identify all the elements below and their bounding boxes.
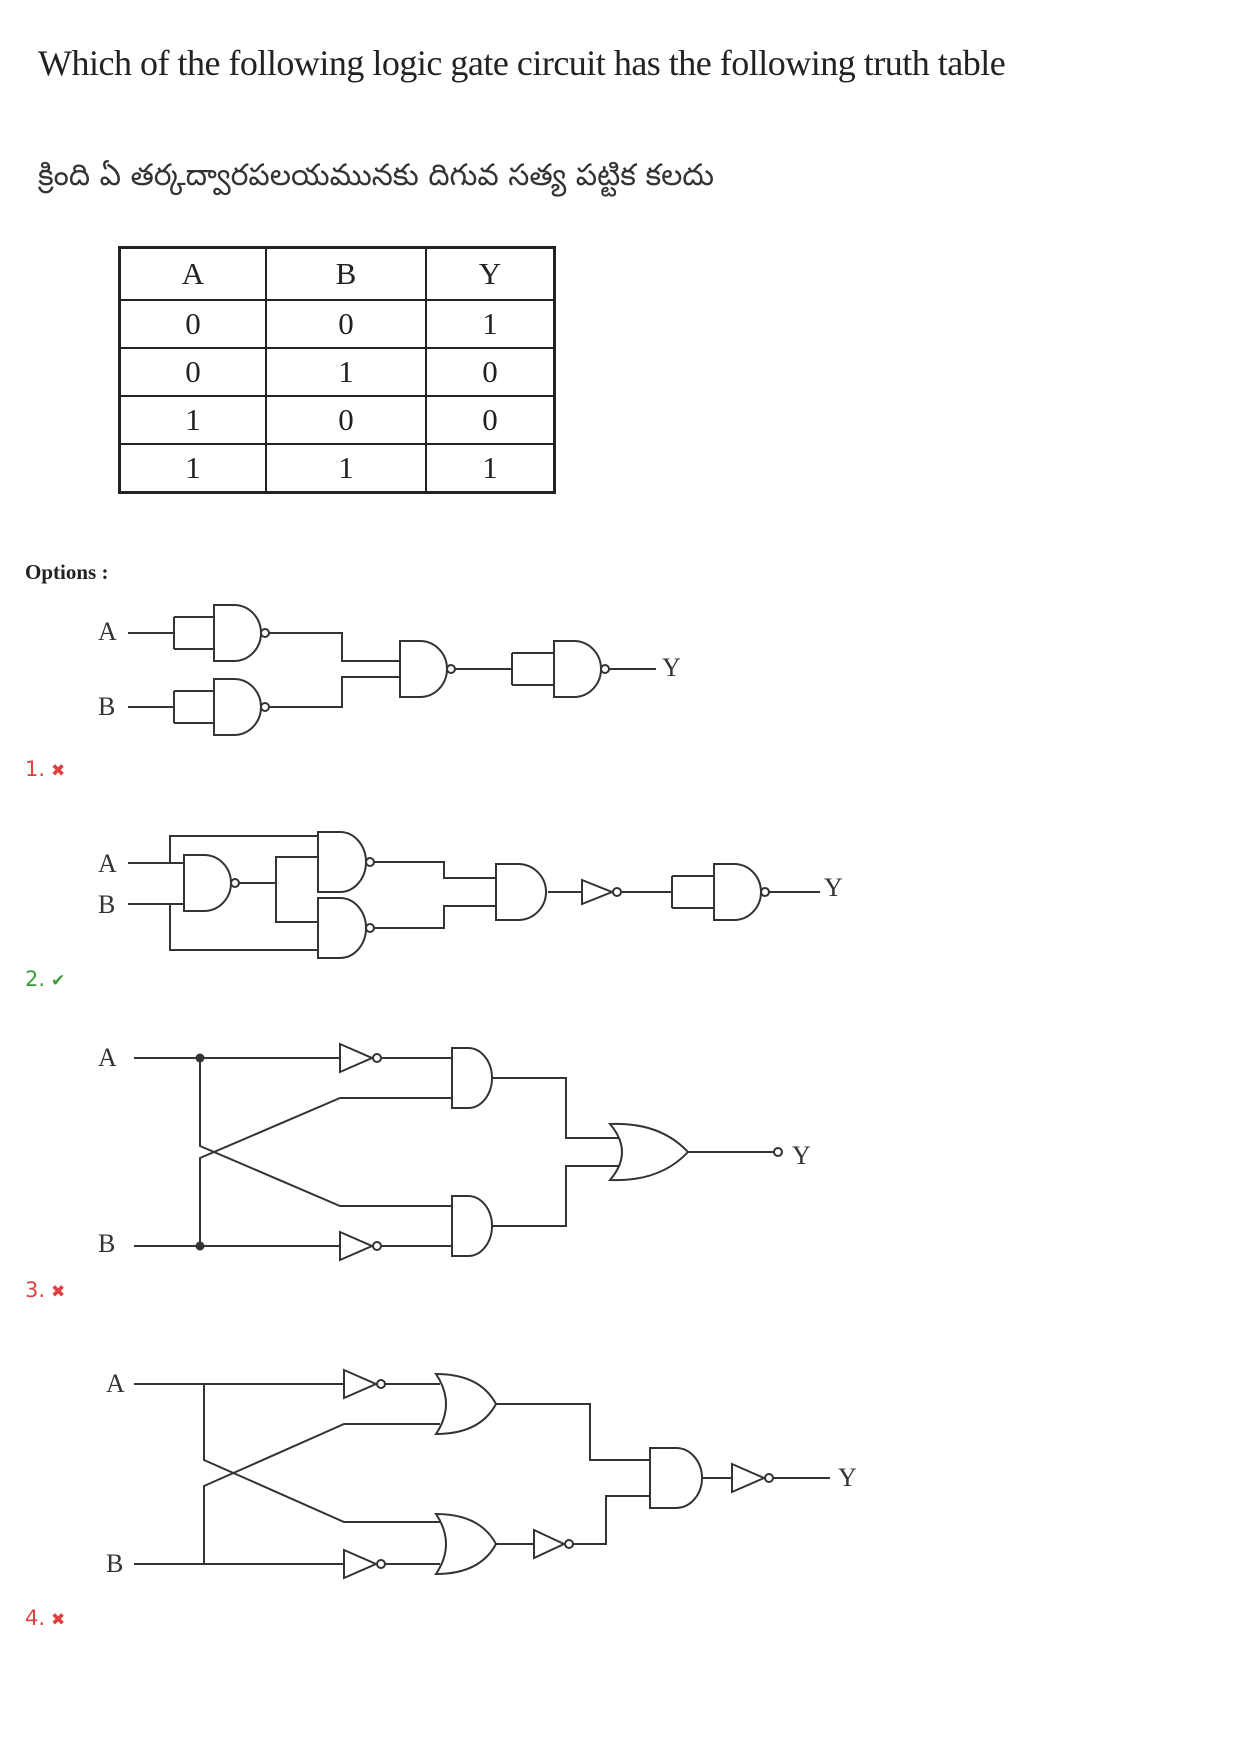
option-number: 3. [25, 1278, 46, 1302]
truth-table-cell: 0 [265, 395, 427, 445]
truth-table-cell: 0 [118, 299, 267, 349]
truth-table-header: B [265, 246, 427, 301]
option-number: 4. [25, 1606, 46, 1630]
truth-table-row: 1 0 0 [118, 395, 556, 445]
options-label: Options : [25, 560, 109, 584]
question-text: Which of the following logic gate circui… [38, 43, 1006, 83]
wrong-mark-icon: ✖ [51, 1610, 66, 1630]
truth-table-header: A [118, 246, 267, 301]
truth-table-cell: 1 [118, 395, 267, 445]
check-mark-icon: ✔ [51, 971, 66, 991]
input-b-label: B [98, 1229, 115, 1258]
option-2-number[interactable]: 2.✔ [25, 967, 65, 991]
truth-table-cell: 0 [118, 347, 267, 397]
option-number: 1. [25, 757, 46, 781]
truth-table-header-row: A B Y [118, 246, 556, 301]
truth-table: A B Y 0 0 1 0 1 0 1 0 0 1 1 1 [118, 246, 556, 494]
option-3-circuit: A B Y [98, 1042, 811, 1262]
question-text-telugu: క్రింది ఏ తర్కద్వారపలయమునకు దిగువ సత్య ప… [38, 158, 714, 193]
truth-table-cell: 0 [265, 299, 427, 349]
output-y-label: Y [792, 1141, 811, 1170]
input-a-label: A [98, 1043, 117, 1072]
option-2-circuit: A B Y [98, 831, 843, 959]
output-y-label: Y [838, 1463, 857, 1492]
wrong-mark-icon: ✖ [51, 761, 66, 781]
input-b-label: B [98, 692, 115, 721]
option-1-circuit: A B Y [98, 604, 681, 736]
option-3-number[interactable]: 3.✖ [25, 1278, 65, 1302]
truth-table-cell: 1 [265, 443, 427, 494]
input-a-label: A [98, 617, 117, 646]
truth-table-cell: 0 [425, 347, 556, 397]
option-number: 2. [25, 967, 46, 991]
truth-table-cell: 1 [118, 443, 267, 494]
input-b-label: B [106, 1549, 123, 1578]
option-4-number[interactable]: 4.✖ [25, 1606, 65, 1630]
truth-table-cell: 0 [425, 395, 556, 445]
truth-table-cell: 1 [265, 347, 427, 397]
option-4-circuit: A B Y [106, 1368, 857, 1580]
option-1-number[interactable]: 1.✖ [25, 757, 65, 781]
output-y-label: Y [824, 873, 843, 902]
wrong-mark-icon: ✖ [51, 1282, 66, 1302]
truth-table-cell: 1 [425, 299, 556, 349]
truth-table-cell: 1 [425, 443, 556, 494]
truth-table-row: 0 1 0 [118, 347, 556, 397]
input-b-label: B [98, 890, 115, 919]
input-a-label: A [98, 849, 117, 878]
truth-table-row: 1 1 1 [118, 443, 556, 494]
truth-table-row: 0 0 1 [118, 299, 556, 349]
truth-table-header: Y [425, 246, 556, 301]
input-a-label: A [106, 1369, 125, 1398]
output-y-label: Y [662, 653, 681, 682]
